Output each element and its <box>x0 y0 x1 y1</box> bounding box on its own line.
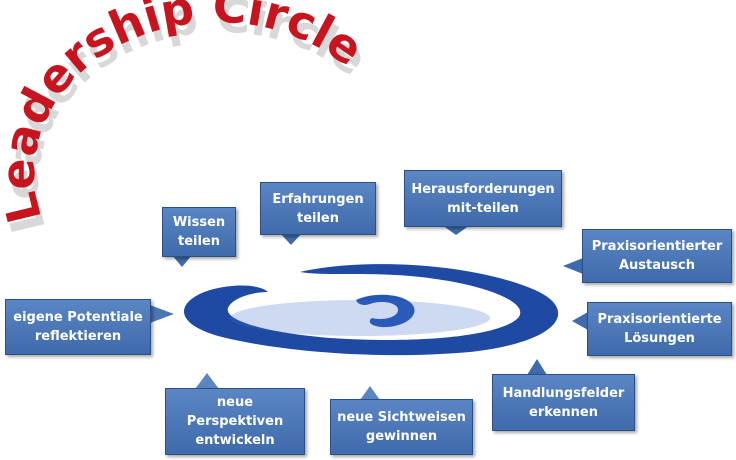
callout-potentiale: eigene Potentiale reflektieren <box>5 299 151 355</box>
callout-praxis-loesungen: Praxisorientierte Lösungen <box>587 302 732 356</box>
callout-praxis-austausch: Praxisorientierter Austausch <box>582 229 732 283</box>
callout-line: gewinnen <box>365 429 438 444</box>
callout-line: mit-teilen <box>447 200 519 216</box>
callout-line: Wissen <box>172 215 226 230</box>
callout-line: neue <box>216 395 254 410</box>
callout-pointer <box>563 258 583 274</box>
callout-pointer <box>527 359 547 375</box>
callout-handlungsfelder: Handlungsfelder erkennen <box>492 374 635 431</box>
callout-herausforderungen: Herausforderungen mit-teilen <box>404 170 562 227</box>
callout-line: reflektieren <box>34 329 122 344</box>
callout-pointer <box>150 305 174 323</box>
callout-perspektiven: neue Perspektiven entwickeln <box>165 388 305 455</box>
callout-line: erkennen <box>529 404 598 420</box>
callout-line: Austausch <box>618 258 695 273</box>
callout-line: Praxisorientierte <box>597 312 722 327</box>
callout-pointer <box>172 255 192 267</box>
callout-pointer <box>195 373 219 389</box>
callout-line: neue Sichtweisen <box>337 410 466 425</box>
callout-line: teilen <box>296 210 339 226</box>
callout-pointer <box>572 312 588 330</box>
callout-erfahrungen-teilen: Erfahrungen teilen <box>260 182 376 235</box>
callout-line: Lösungen <box>624 331 695 346</box>
callout-line: eigene Potentiale <box>13 310 143 325</box>
callout-pointer <box>360 386 380 400</box>
callout-line: entwickeln <box>195 433 275 448</box>
callout-line: Erfahrungen <box>272 191 364 207</box>
callout-pointer <box>280 233 302 245</box>
callout-wissen-teilen: Wissen teilen <box>162 207 236 257</box>
callout-sichtweisen: neue Sichtweisen gewinnen <box>330 399 473 455</box>
callout-line: Herausforderungen <box>411 181 555 197</box>
callout-line: Perspektiven <box>186 414 284 429</box>
callout-pointer <box>442 225 470 235</box>
callout-line: teilen <box>177 234 220 249</box>
callout-line: Praxisorientierter <box>591 239 723 254</box>
callout-line: Handlungsfelder <box>502 385 625 401</box>
spiral-icon <box>184 264 559 356</box>
